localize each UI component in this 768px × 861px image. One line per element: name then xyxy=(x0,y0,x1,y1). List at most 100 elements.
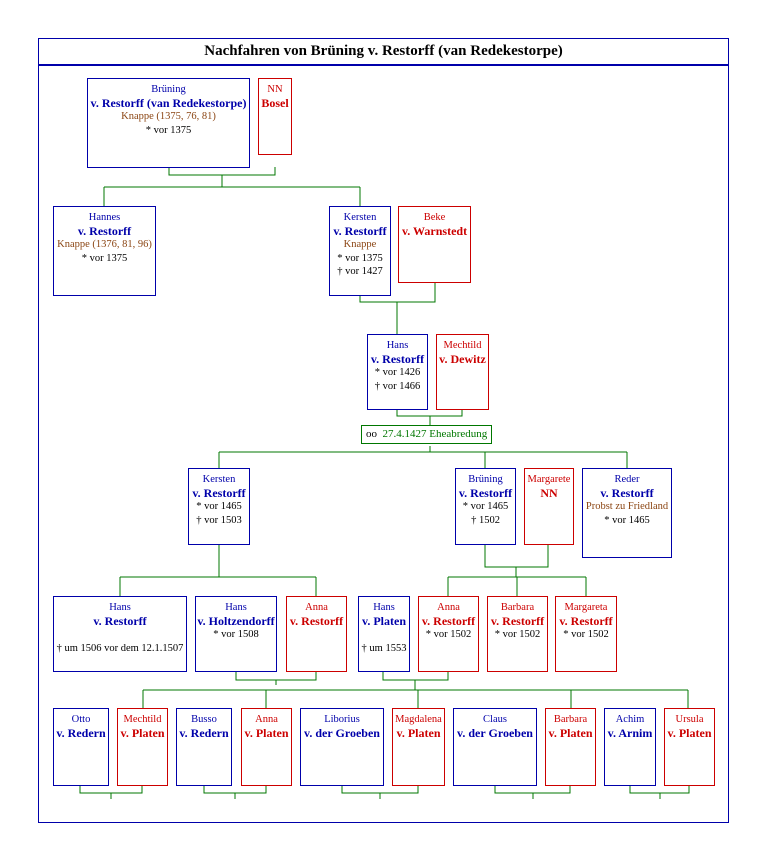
person-dates: * vor 1375 xyxy=(145,124,192,136)
first-name: Hans xyxy=(373,602,395,613)
last-name: v. Restorff xyxy=(490,613,545,628)
last-name: v. Dewitz xyxy=(439,351,486,366)
first-name: Mechtild xyxy=(443,340,482,351)
marriage-label: oo 27.4.1427 Eheabredung xyxy=(361,425,493,444)
marriage-date: 27.4.1427 Eheabredung xyxy=(382,428,488,440)
last-name: v. Restorff (van Redekestorpe) xyxy=(90,95,247,110)
first-name: Liborius xyxy=(324,714,360,725)
first-name: Anna xyxy=(255,714,278,725)
last-name: v. Restorff xyxy=(559,613,613,628)
couple-line xyxy=(396,409,463,417)
last-name: v. Platen xyxy=(548,725,593,740)
couple-line xyxy=(341,785,419,794)
first-name: Magdalena xyxy=(395,714,442,725)
first-name: Kersten xyxy=(343,212,377,223)
last-name: v. Platen xyxy=(120,725,165,740)
first-name: Kersten xyxy=(202,474,236,485)
last-name: v. der Groeben xyxy=(304,725,380,740)
first-name: Hans xyxy=(109,602,131,613)
first-name: Mechtild xyxy=(123,714,162,725)
page-title: Nachfahren von Brüning v. Restorff (van … xyxy=(39,39,728,66)
first-name: Anna xyxy=(437,602,460,613)
last-name: v. Warnstedt xyxy=(401,223,468,238)
first-name: Beke xyxy=(423,212,446,223)
first-name: Brüning xyxy=(468,474,503,485)
first-name: Otto xyxy=(71,714,91,725)
person-dates: † vor 1427 xyxy=(337,266,383,277)
person-dates: * vor 1508 xyxy=(213,629,259,640)
first-name: Margareta xyxy=(564,602,608,613)
first-name: Ursula xyxy=(675,714,704,725)
last-name: v. der Groeben xyxy=(457,725,533,740)
person-dates xyxy=(359,628,409,642)
last-name: v. Restorff xyxy=(370,351,425,366)
first-name: NN xyxy=(267,84,283,95)
first-name: Hannes xyxy=(88,212,121,223)
couple-line xyxy=(203,785,267,794)
last-name: v. Restorff xyxy=(600,485,654,500)
last-name: v. Arnim xyxy=(607,725,653,740)
first-name: Margarete xyxy=(527,474,571,485)
couple-line xyxy=(168,167,276,176)
first-name: Hans xyxy=(225,602,247,613)
person-dates: † 1502 xyxy=(471,514,500,526)
first-name: Reder xyxy=(614,474,640,485)
marriage-symbol: oo xyxy=(366,428,377,440)
last-name: v. Restorff xyxy=(458,485,513,500)
first-name: Brüning xyxy=(151,84,186,95)
person-dates: † um 1553 xyxy=(361,642,407,654)
last-name: v. Restorff xyxy=(77,223,132,238)
last-name: NN xyxy=(540,485,558,500)
last-name: v. Platen xyxy=(667,725,712,740)
person-dates: † vor 1503 xyxy=(196,514,242,526)
couple-line xyxy=(79,785,143,794)
couple-line xyxy=(484,544,549,568)
last-name: v. Platen xyxy=(396,725,441,740)
last-name: Bosel xyxy=(261,95,289,110)
person-dates xyxy=(54,628,186,642)
first-name: Claus xyxy=(483,714,507,725)
person-dates: * vor 1375 xyxy=(81,252,128,264)
first-name: Achim xyxy=(615,714,645,725)
person-dates: † um 1506 vor dem 12.1.1507 xyxy=(56,642,184,654)
couple-line xyxy=(629,785,690,794)
person-title: Knappe (1376, 81, 96) xyxy=(57,239,152,250)
person-dates: * vor 1465 xyxy=(604,514,650,526)
person-dates: * vor 1502 xyxy=(563,629,609,640)
couple-line xyxy=(382,672,449,681)
person-dates: * vor 1502 xyxy=(425,629,472,640)
last-name: v. Restorff xyxy=(333,223,387,238)
first-name: Barbara xyxy=(553,714,588,725)
person-dates: * vor 1465 xyxy=(462,501,509,512)
last-name: v. Restorff xyxy=(192,485,246,500)
